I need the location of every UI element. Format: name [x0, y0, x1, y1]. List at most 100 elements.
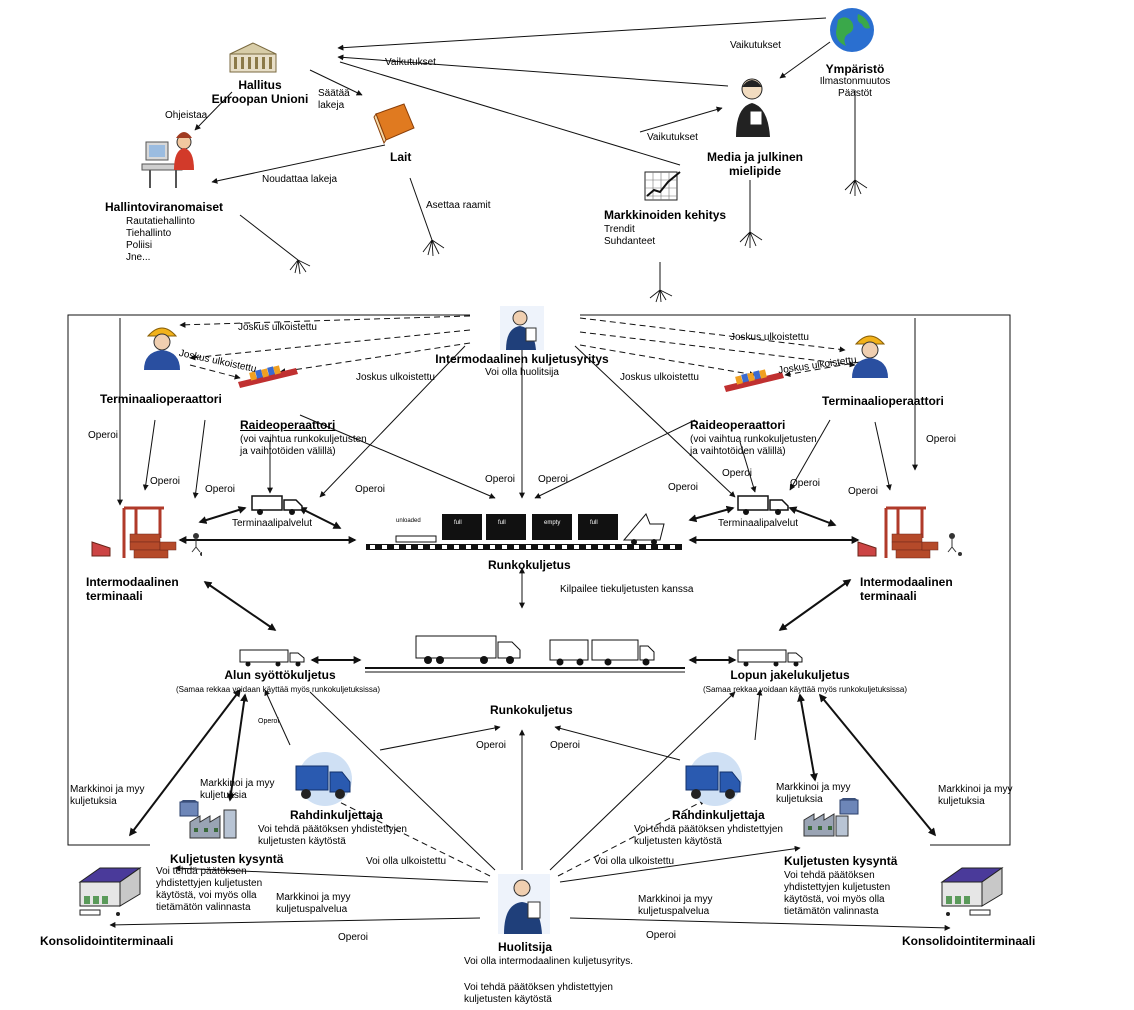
truck-icon [737, 495, 789, 515]
competes-label: Kilpailee tiekuljetusten kanssa [560, 584, 694, 595]
crane-terminal-icon [857, 506, 962, 559]
operoi-label: Operoi [485, 474, 516, 485]
operoi-label: Operoi [722, 468, 753, 479]
forwarder-title: Huolitsija [497, 940, 552, 954]
haulier-left-title: Rahdinkuljettaja [290, 808, 383, 822]
outsourced-label: Voi olla ulkoistettu [594, 856, 675, 867]
wagon-label: full [454, 520, 462, 526]
consolidation-terminal-right: Konsolidointiterminaali [902, 934, 1036, 948]
main-rail-label: Runkokuljetus [488, 558, 571, 572]
demand-left-title: Kuljetusten kysyntä [170, 852, 284, 866]
operoi-label: Operoi [668, 482, 699, 493]
pre-haul-title: Alun syöttökuljetus [224, 668, 336, 682]
wagon-label: full [590, 520, 598, 526]
truck-icon [415, 635, 521, 664]
operoi-label: Operoi [538, 474, 569, 485]
outsourced-label: Joskus ulkoistettu [730, 332, 809, 343]
operoi-label: Operoi [205, 484, 236, 495]
wagon-label: full [498, 520, 506, 526]
outsourced-label: Joskus ulkoistettu [356, 372, 435, 383]
operoi-label: Operoi [790, 478, 821, 489]
frame-edge-label: Asettaa raamit [426, 200, 491, 211]
operoi-label: Operoi [550, 740, 581, 751]
worker-icon [144, 327, 180, 370]
truck-icon [737, 649, 803, 667]
impact-edge-label: Vaikutukset [647, 132, 698, 143]
demand-right-title: Kuljetusten kysyntä [784, 854, 898, 868]
train-icon [724, 369, 784, 392]
intermodal-company-title: Intermodaalinen kuljetusyritys [435, 352, 609, 366]
haulier-truck-icon [685, 752, 742, 806]
terminal-services-right: Terminaalipalvelut [718, 518, 799, 529]
journalist-icon [736, 78, 770, 137]
warehouse-icon [78, 867, 142, 916]
truck-icon [239, 649, 305, 667]
consolidation-terminal-left: Konsolidointiterminaali [40, 934, 174, 948]
impact-edge-label: Vaikutukset [385, 57, 436, 68]
obey-edge-label: Noudattaa lakeja [262, 174, 338, 185]
laws-title: Lait [390, 150, 412, 164]
forwarder-sub: Voi olla intermodaalinen kuljetusyritys. [464, 956, 633, 967]
factory-icon [179, 800, 237, 839]
operoi-label: Operoi [926, 434, 957, 445]
wagon-label: empty [544, 520, 561, 526]
chart-icon [644, 171, 681, 201]
outsourced-label: Joskus ulkoistettu [238, 322, 317, 333]
outsourced-label: Joskus ulkoistettu [620, 372, 699, 383]
operoi-label: Operoi [338, 932, 369, 943]
terminal-operator-left: Terminaalioperaattori [100, 392, 222, 406]
rail-operator-left-title: Raideoperaattori [240, 418, 336, 432]
end-haul-title: Lopun jakelukuljetus [730, 668, 850, 682]
intermodal-company-sub: Voi olla huolitsija [485, 367, 559, 378]
rail-train-icon [366, 513, 682, 550]
outsourced-label: Voi olla ulkoistettu [366, 856, 447, 867]
government-building-icon [229, 42, 277, 73]
truck-icon [549, 639, 655, 666]
businessman-icon [500, 306, 544, 350]
terminal-services-left: Terminaalipalvelut [232, 518, 313, 529]
factory-icon [803, 798, 859, 837]
globe-icon [830, 8, 874, 52]
markets-title: Markkinoiden kehitys [604, 208, 727, 222]
warehouse-icon [940, 867, 1004, 916]
crane-terminal-icon [91, 506, 202, 559]
operoi-label: Operoi [150, 476, 181, 487]
operoi-label: Operoi [88, 430, 119, 441]
operoi-label: Operoi [355, 484, 386, 495]
haulier-truck-icon [295, 752, 352, 806]
computer-user-icon [141, 132, 194, 188]
haulier-right-title: Rahdinkuljettaja [672, 808, 765, 822]
terminal-operator-right: Terminaalioperaattori [822, 394, 944, 408]
operoi-label: Operoi [476, 740, 507, 751]
worker-icon [852, 335, 888, 378]
guides-edge-label: Ohjeistaa [165, 110, 208, 121]
book-icon [373, 103, 415, 144]
pre-haul-sub: (Samaa rekkaa voidaan käyttää myös runko… [175, 685, 381, 694]
environment-title: Ympäristö [825, 62, 885, 76]
operoi-label: Operoi [646, 930, 677, 941]
end-haul-sub: (Samaa rekkaa voidaan käyttää myös runko… [702, 685, 908, 694]
authorities-title: Hallintoviranomaiset [105, 200, 224, 214]
rail-operator-right-title: Raideoperaattori [690, 418, 786, 432]
